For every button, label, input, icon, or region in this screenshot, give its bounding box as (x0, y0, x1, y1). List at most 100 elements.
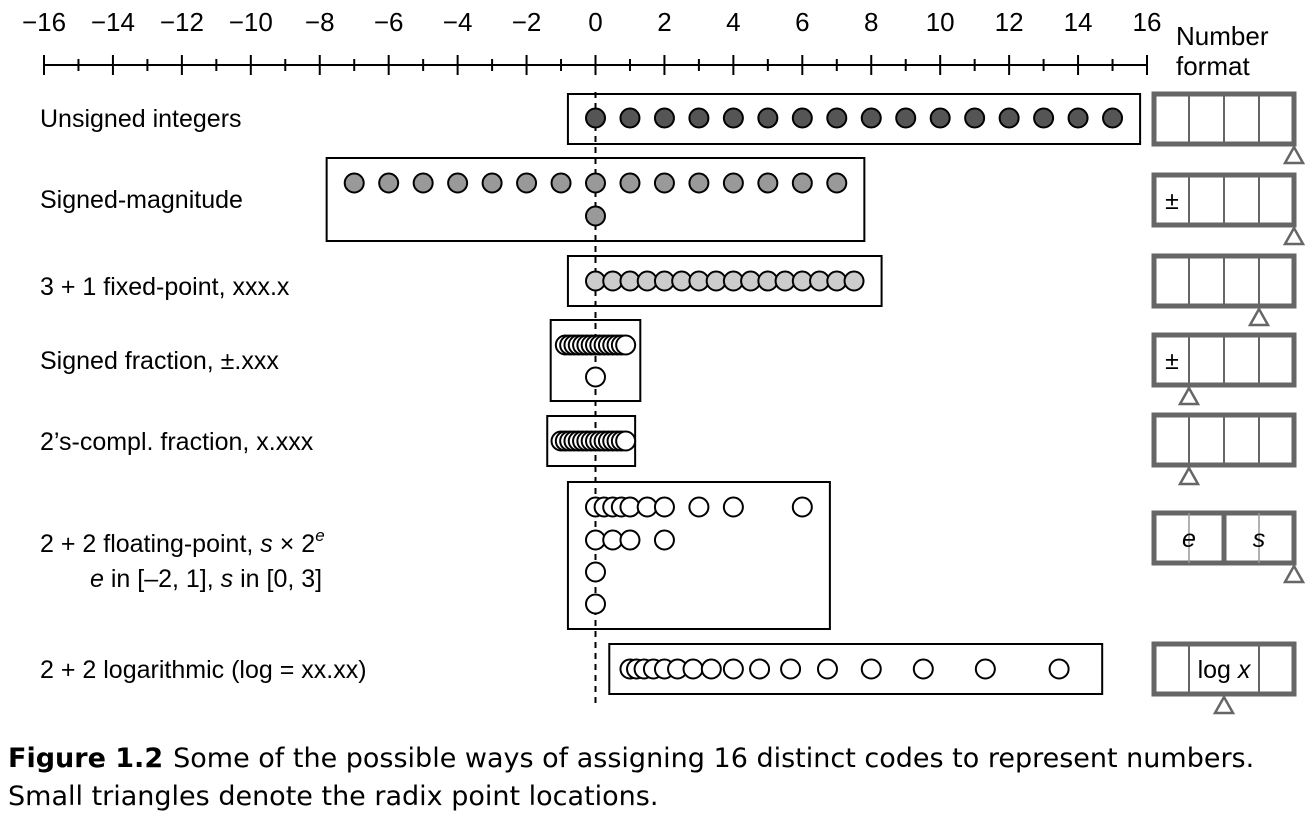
value-dot (700, 658, 722, 680)
axis-tick-label: 0 (588, 7, 602, 37)
value-dot (619, 107, 641, 129)
caption-text: Some of the possible ways of assigning 1… (8, 743, 1255, 812)
format-cell-text: s (1253, 525, 1266, 553)
value-dot (974, 658, 996, 680)
value-dot (757, 107, 779, 129)
value-dot (602, 529, 624, 551)
value-dot (481, 172, 503, 194)
radix-point-triangle (1177, 465, 1201, 486)
value-dot (688, 496, 710, 518)
value-box (566, 255, 883, 307)
radix-point-triangle (1247, 306, 1271, 327)
value-dot (1033, 107, 1055, 129)
value-dot (636, 496, 658, 518)
format-row-signed-magnitude: Signed-magnitude± (40, 157, 1306, 246)
value-dot (619, 496, 641, 518)
value-dot (343, 172, 365, 194)
value-dot (653, 529, 675, 551)
value-dot (774, 270, 796, 292)
value-dot (688, 270, 710, 292)
value-dot (860, 107, 882, 129)
axis-tick-label: −14 (91, 7, 135, 37)
value-dot (585, 561, 606, 583)
value-dot (791, 107, 813, 129)
value-dot (671, 270, 693, 292)
value-dot (447, 172, 469, 194)
format-heading: format (1176, 51, 1250, 81)
value-dot (757, 172, 779, 194)
value-dot (722, 496, 744, 518)
format-cell-text: ± (1165, 187, 1179, 215)
value-dot (636, 270, 658, 292)
value-dot (516, 172, 538, 194)
format-row-signed-fraction: Signed fraction, ±.xxx± (40, 319, 1297, 406)
value-dot (1048, 658, 1070, 680)
value-box (566, 93, 1142, 145)
value-dot (585, 205, 606, 227)
value-dot (816, 658, 838, 680)
value-dot (412, 172, 434, 194)
value-dot (826, 270, 848, 292)
value-dot (688, 172, 710, 194)
format-cells (1151, 641, 1297, 697)
value-dot (791, 270, 813, 292)
format-cell-text: log x (1198, 656, 1252, 684)
axis-tick-label: −4 (443, 7, 473, 37)
value-dot (585, 107, 606, 129)
row-label: Signed fraction, ±.xxx (40, 347, 279, 375)
format-heading: Number (1176, 21, 1269, 51)
row-label: 3 + 1 fixed-point, xxx.x (40, 273, 290, 301)
value-dot (998, 107, 1020, 129)
value-dot (585, 366, 606, 388)
value-dot (809, 270, 831, 292)
value-box (566, 481, 831, 630)
value-dot (585, 172, 606, 194)
value-dot (740, 270, 762, 292)
value-dot (688, 107, 710, 129)
radix-point-triangle (1177, 385, 1201, 406)
value-dot (585, 593, 606, 615)
value-dot (826, 172, 848, 194)
row-label: 2 + 2 logarithmic (log = xx.xx) (40, 656, 367, 684)
axis-tick-label: 16 (1133, 7, 1162, 37)
axis-tick-label: 2 (657, 7, 671, 37)
value-dot (722, 658, 744, 680)
value-dot (722, 172, 744, 194)
value-dot (705, 270, 727, 292)
format-row-twos-complement-fraction: 2’s-compl. fraction, x.xxx (40, 412, 1297, 486)
value-dot (722, 107, 744, 129)
value-dot (757, 270, 779, 292)
value-dot (378, 172, 400, 194)
value-dot (653, 270, 675, 292)
format-row-fixed-point: 3 + 1 fixed-point, xxx.x (40, 253, 1297, 327)
value-dot (1067, 107, 1089, 129)
axis-tick-label: −2 (512, 7, 542, 37)
value-dot (780, 658, 802, 680)
value-dot (843, 270, 865, 292)
format-row-floating-point: 2 + 2 floating-point, s × 2e e in [–2, 1]… (40, 481, 1306, 630)
row-label: e in [–2, 1], s in [0, 3] (90, 565, 322, 593)
value-dot (585, 270, 606, 292)
value-dot (722, 270, 744, 292)
axis-tick-label: −16 (22, 7, 66, 37)
radix-point-triangle (1212, 694, 1236, 715)
radix-point-triangle (1282, 225, 1306, 246)
axis-tick-label: 12 (995, 7, 1024, 37)
axis-tick-label: −8 (305, 7, 335, 37)
value-dot (749, 658, 771, 680)
row-label: 2’s-compl. fraction, x.xxx (40, 428, 314, 456)
value-dot (682, 658, 704, 680)
value-box (549, 319, 642, 402)
row-label: 2 + 2 floating-point, s × 2e (40, 526, 325, 558)
axis-tick-label: −10 (229, 7, 273, 37)
value-dot (602, 270, 624, 292)
value-dot (619, 172, 641, 194)
value-dot (615, 334, 637, 356)
axis-tick-label: 6 (795, 7, 809, 37)
value-dot (791, 496, 813, 518)
axis-tick-label: 10 (926, 7, 955, 37)
format-cell-text: e (1182, 525, 1196, 553)
value-dot (964, 107, 986, 129)
